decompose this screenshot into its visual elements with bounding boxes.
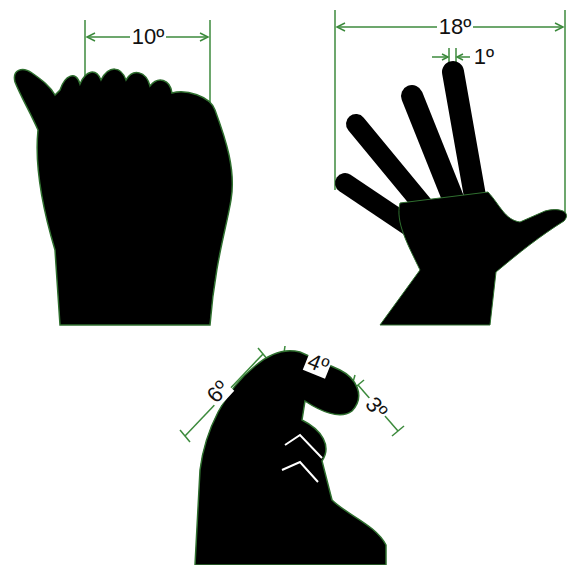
angle-label: 1º [472, 46, 496, 68]
angle-label: 10º [130, 26, 167, 48]
angle-label: 18º [437, 16, 474, 38]
